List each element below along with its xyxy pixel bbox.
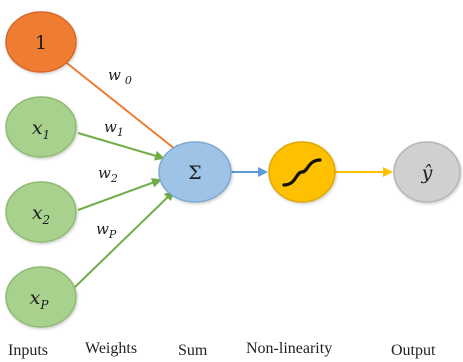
output-label: ŷ: [421, 162, 433, 184]
input-node-1-circle: [5, 96, 77, 158]
sum-node-circle: [158, 141, 232, 203]
input-node-2-label: x2: [32, 202, 50, 227]
input-node-p-label: xP: [30, 287, 50, 312]
input-node-1: x1: [5, 96, 77, 158]
label-sum: Sum: [178, 342, 208, 359]
label-inputs: Inputs: [8, 342, 48, 359]
bias-node-label: 1: [35, 32, 47, 54]
sigmoid-curve-icon: [282, 158, 322, 187]
edge-bias-to-sum: [62, 59, 182, 155]
input-node-1-label: x1: [32, 117, 50, 142]
bias-node: 1: [5, 11, 77, 73]
weight-label-w1: w1: [104, 118, 124, 139]
edge-input1-to-sum: [77, 132, 165, 161]
output-node: ŷ: [393, 141, 461, 203]
weight-label-w2: w2: [98, 164, 118, 185]
label-output: Output: [391, 342, 436, 359]
sum-symbol: Σ: [188, 162, 201, 184]
input-node-p: xP: [5, 266, 77, 328]
bias-node-circle: [5, 11, 77, 73]
weight-label-wp: wP: [96, 220, 117, 241]
input-node-2-circle: [5, 181, 77, 243]
sum-node: Σ: [158, 141, 232, 203]
edge-inputp-to-sum: [74, 190, 175, 288]
edge-input2-to-sum: [77, 178, 162, 211]
input-node-2: x2: [5, 181, 77, 243]
label-nonlinearity: Non-linearity: [246, 340, 332, 357]
activation-node: [268, 141, 336, 203]
input-node-p-circle: [5, 266, 77, 328]
label-weights: Weights: [85, 340, 137, 357]
output-node-circle: [393, 141, 461, 203]
